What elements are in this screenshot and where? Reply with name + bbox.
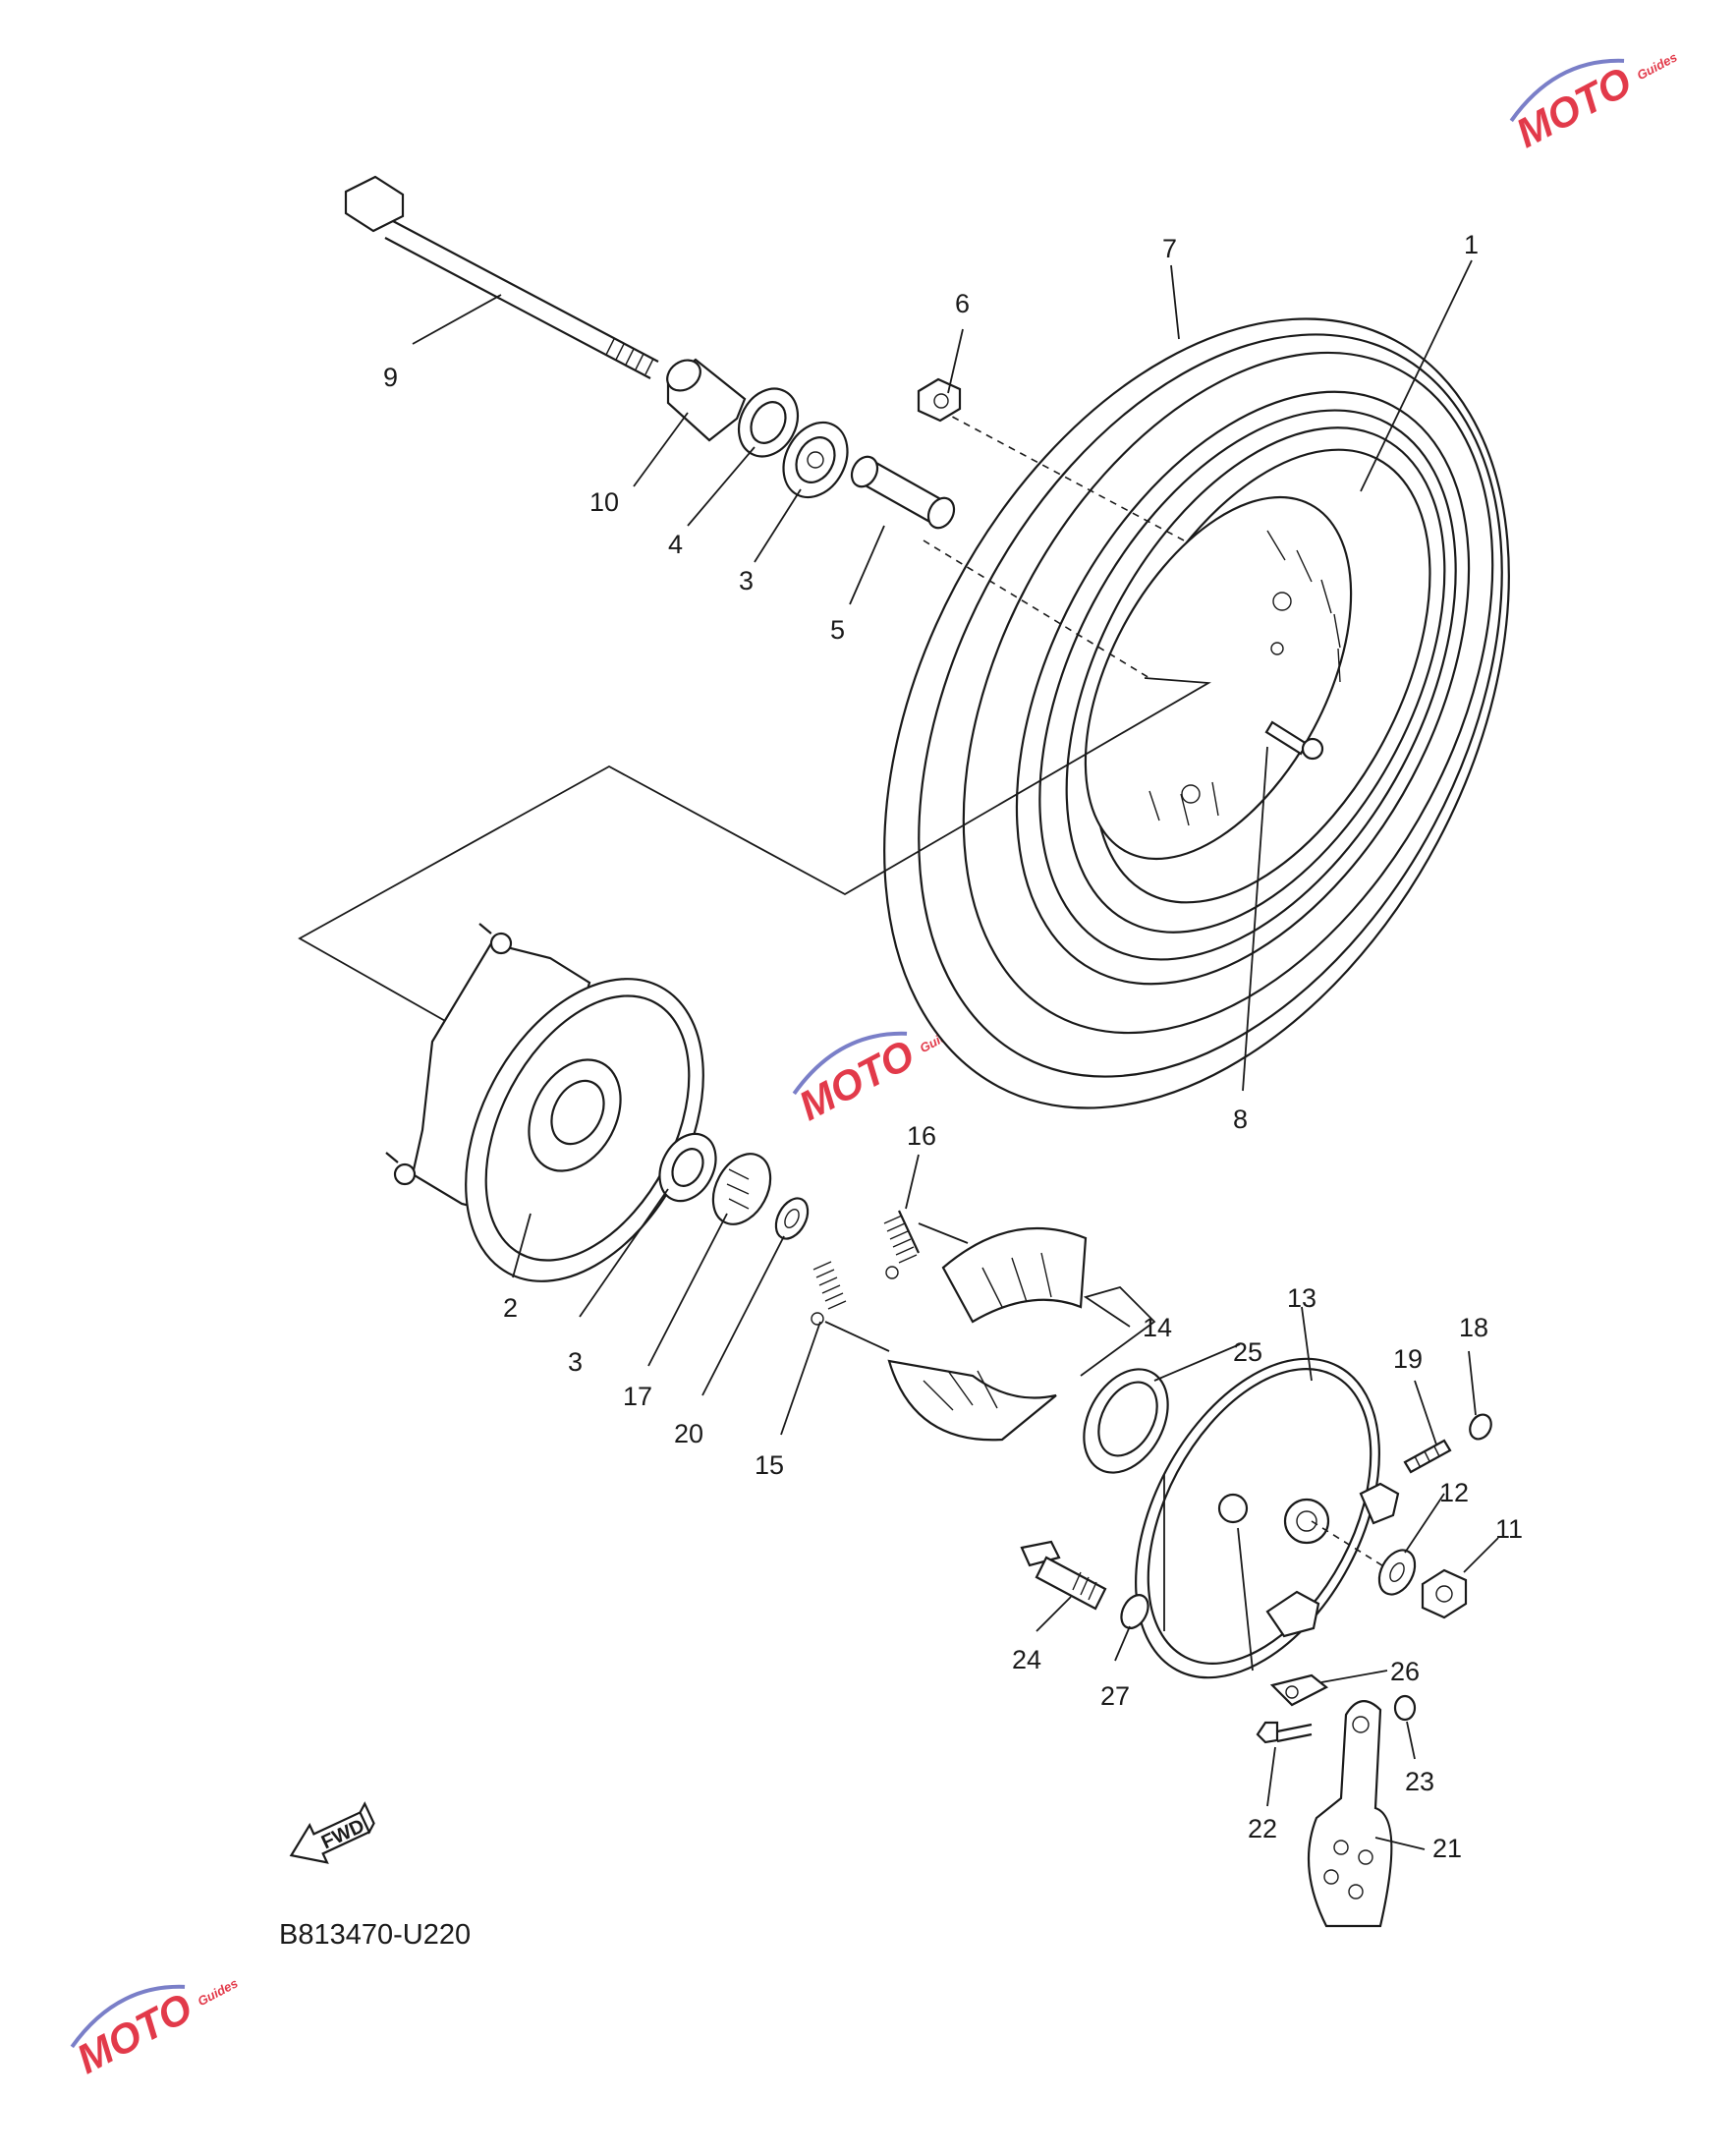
- callout-18: 18: [1459, 1313, 1488, 1342]
- indicator-plate-part-26: [1269, 1673, 1329, 1707]
- o-ring-part-18: [1469, 1413, 1492, 1441]
- brake-lever-part-21: [1307, 1700, 1393, 1928]
- callout-22: 22: [1248, 1814, 1277, 1843]
- spring-part-16: [883, 1210, 920, 1279]
- axle-part-9: [344, 175, 659, 379]
- o-ring-part-27: [1120, 1594, 1149, 1629]
- spring-15-guide: [824, 1321, 890, 1352]
- wear-indicator-part-19: [1403, 1439, 1452, 1474]
- callout-6: 6: [955, 289, 970, 318]
- callout-leaders: [412, 259, 1499, 1850]
- camshaft-part-24: [1020, 1540, 1107, 1611]
- callout-2: 2: [503, 1293, 518, 1323]
- callout-23: 23: [1405, 1767, 1434, 1796]
- wheel-rim-part-1: [1015, 390, 1471, 986]
- brake-plate-part-13: [1135, 1357, 1400, 1679]
- svg-text:MOTO: MOTO: [791, 1031, 922, 1129]
- callout-13: 13: [1287, 1283, 1316, 1313]
- brake-shoes-part-14: [887, 1226, 1088, 1442]
- callout-16: 16: [907, 1121, 936, 1151]
- callout-1: 1: [1464, 230, 1479, 259]
- callout-27: 27: [1100, 1681, 1130, 1711]
- watermark-top-right: MOTO Guides: [1508, 49, 1680, 156]
- svg-text:MOTO: MOTO: [69, 1984, 199, 2082]
- callout-4: 4: [668, 530, 683, 559]
- callout-9: 9: [383, 363, 398, 392]
- svg-text:MOTO: MOTO: [1508, 58, 1639, 156]
- axle-alignment-line-lower: [923, 539, 1150, 679]
- gear-part-17: [711, 1153, 772, 1225]
- bolt-part-22: [1256, 1721, 1313, 1744]
- nut-part-23: [1393, 1694, 1417, 1722]
- callout-21: 21: [1432, 1834, 1462, 1863]
- callout-5: 5: [830, 615, 845, 645]
- callout-24: 24: [1012, 1645, 1041, 1674]
- cam-guide-line: [1163, 1474, 1254, 1672]
- diagram-code: B813470-U220: [279, 1919, 471, 1951]
- callout-10: 10: [589, 487, 619, 517]
- callout-26: 26: [1390, 1657, 1420, 1686]
- callout-3-upper: 3: [739, 566, 754, 595]
- nut-part-6: [917, 377, 962, 423]
- nut-part-11: [1421, 1568, 1468, 1619]
- washer-part-12: [1377, 1549, 1417, 1596]
- callout-19: 19: [1393, 1344, 1423, 1374]
- bearing-part-4: [737, 387, 800, 458]
- callout-25: 25: [1233, 1337, 1262, 1367]
- watermark-bottom-left: MOTO Guides: [69, 1975, 241, 2082]
- callout-20: 20: [674, 1419, 703, 1448]
- axle-center-line: [1311, 1520, 1386, 1568]
- callout-8: 8: [1233, 1105, 1248, 1134]
- callout-7: 7: [1162, 234, 1177, 263]
- spacer-part-5: [850, 455, 956, 530]
- hub-alignment-bracket: [298, 677, 1211, 1023]
- brake-hub-part-2: [385, 923, 704, 1282]
- washer-part-20: [774, 1197, 810, 1240]
- callout-14: 14: [1143, 1313, 1172, 1342]
- collar-part-10: [666, 358, 747, 442]
- spring-16-guide: [918, 1222, 969, 1244]
- oil-seal-part-25: [1083, 1368, 1169, 1474]
- callout-15: 15: [755, 1450, 784, 1480]
- air-valve-part-8: [1264, 720, 1324, 761]
- svg-text:Guides: Guides: [196, 1975, 241, 2009]
- callout-12: 12: [1439, 1478, 1469, 1507]
- callout-labels: 1 7 6 9 10 4 3 5 8 2 3 17 20 15 16 14 25…: [383, 230, 1523, 1863]
- forward-direction-arrow: FWD: [289, 1801, 375, 1864]
- callout-17: 17: [623, 1382, 652, 1411]
- svg-text:Guides: Guides: [1635, 49, 1680, 83]
- spring-part-15: [811, 1261, 847, 1326]
- bearing-part-3-lower: [658, 1132, 717, 1203]
- callout-3-lower: 3: [568, 1347, 583, 1377]
- callout-11: 11: [1495, 1514, 1523, 1544]
